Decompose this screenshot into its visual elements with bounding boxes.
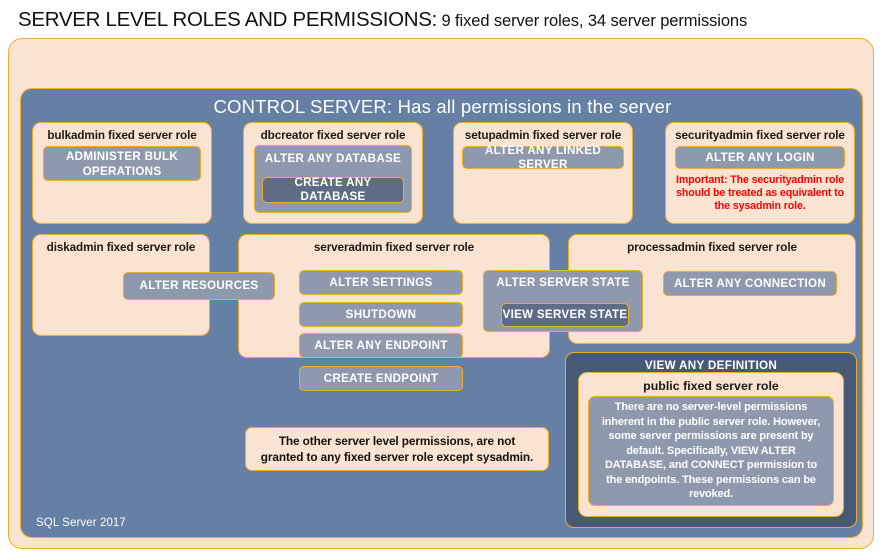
role-card-securityadmin: securityadmin fixed server role: [665, 122, 855, 224]
permission-alter-resources[interactable]: ALTER RESOURCES: [123, 272, 275, 300]
securityadmin-warning-note: Important: The securityadmin role should…: [676, 174, 844, 212]
role-title-processadmin: processadmin fixed server role: [627, 241, 797, 254]
public-role-description: There are no server-level permissions in…: [588, 396, 834, 506]
permission-administer-bulk-operations[interactable]: ADMINISTER BULK OPERATIONS: [43, 146, 201, 181]
role-title-setupadmin: setupadmin fixed server role: [464, 129, 622, 142]
role-title-public: public fixed server role: [643, 379, 779, 393]
permission-alter-any-login[interactable]: ALTER ANY LOGIN: [675, 146, 845, 169]
permission-view-server-state[interactable]: VIEW SERVER STATE: [501, 303, 629, 327]
permission-create-any-database[interactable]: CREATE ANY DATABASE: [262, 176, 404, 203]
page-title-subtitle: 9 fixed server roles, 34 server permissi…: [437, 12, 748, 30]
permission-alter-any-linked-server[interactable]: ALTER ANY LINKED SERVER: [462, 144, 624, 171]
role-card-setupadmin: setupadmin fixed server role: [453, 122, 633, 224]
permission-shutdown[interactable]: SHUTDOWN: [299, 302, 463, 327]
permission-alter-any-connection[interactable]: ALTER ANY CONNECTION: [663, 271, 837, 296]
permission-alter-settings[interactable]: ALTER SETTINGS: [299, 270, 463, 295]
control-server-label: CONTROL SERVER: Has all permissions in t…: [213, 96, 672, 117]
permission-create-endpoint[interactable]: CREATE ENDPOINT: [299, 366, 463, 391]
page-title: SERVER LEVEL ROLES AND PERMISSIONS: 9 fi…: [18, 8, 868, 34]
permission-view-any-definition-label[interactable]: VIEW ANY DEFINITION: [644, 359, 778, 372]
role-title-bulkadmin: bulkadmin fixed server role: [47, 129, 197, 142]
product-version-label: SQL Server 2017: [36, 517, 126, 529]
permission-alter-any-endpoint[interactable]: ALTER ANY ENDPOINT: [299, 333, 463, 358]
role-title-diskadmin: diskadmin fixed server role: [46, 241, 196, 254]
other-permissions-note: The other server level permissions, are …: [245, 427, 549, 471]
role-title-dbcreator: dbcreator fixed server role: [260, 129, 406, 142]
page-title-main: SERVER LEVEL ROLES AND PERMISSIONS:: [18, 8, 438, 31]
role-title-serveradmin: serveradmin fixed server role: [313, 241, 475, 254]
role-title-securityadmin: securityadmin fixed server role: [675, 129, 845, 142]
